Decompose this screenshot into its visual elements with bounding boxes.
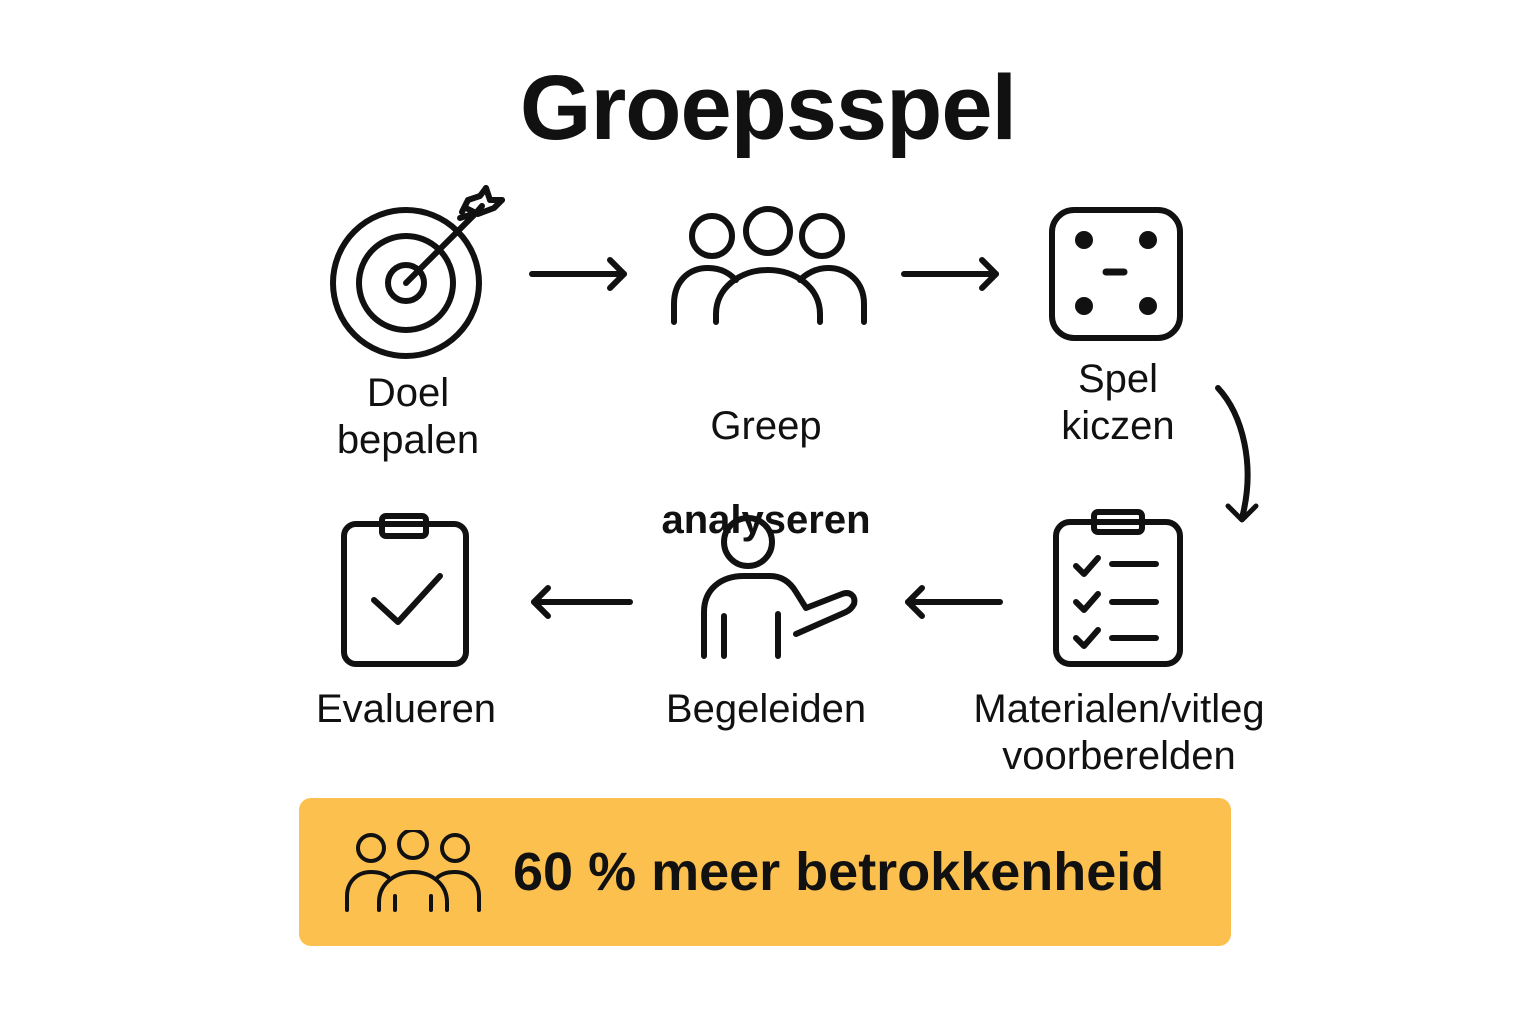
checklist-clipboard-icon (1050, 508, 1186, 668)
arrow-right-icon (529, 256, 630, 292)
step-label-materialen-voorbereiden: Materialen/vitleg voorberelden (973, 687, 1265, 778)
step-label-begeleiden: Begeleiden (665, 687, 867, 731)
curved-arrow-down-icon (1212, 384, 1272, 528)
step-label-spel-kiezen: Spel kiczen (1061, 357, 1175, 448)
banner-text: 60 % meer betrokkenheid (513, 842, 1165, 902)
arrow-right-icon (901, 256, 1002, 292)
dice-icon (1048, 206, 1184, 342)
step-label-line2: analyseren (661, 498, 871, 542)
group-icon (670, 204, 870, 328)
group-icon (343, 828, 483, 919)
arrow-left-icon (528, 584, 633, 620)
page-title: Groepsspel (519, 57, 1017, 159)
person-guiding-icon (700, 515, 860, 662)
arrow-left-icon (902, 584, 1003, 620)
step-label-doel-bepalen: Doel bepalen (336, 371, 480, 462)
engagement-banner: 60 % meer betrokkenheid (299, 798, 1231, 946)
step-label-groep-analyseren: Greep analyseren (630, 356, 902, 544)
target-icon (330, 185, 510, 363)
step-label-evalueren: Evalueren (315, 687, 497, 731)
clipboard-check-icon (340, 510, 470, 668)
step-label-line1: Greep (710, 404, 822, 448)
